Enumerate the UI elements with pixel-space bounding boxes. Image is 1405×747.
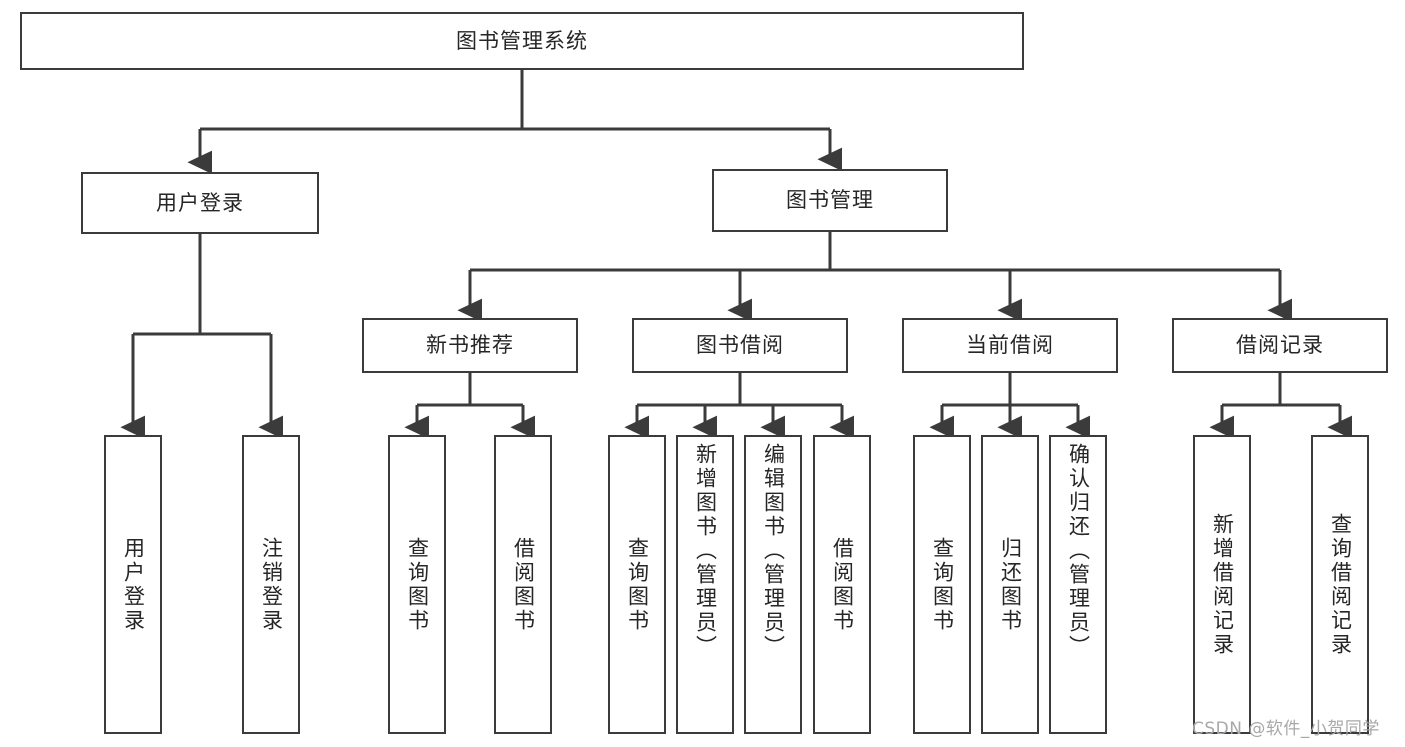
node-borrow-record[interactable]: 借阅记录 (1172, 318, 1388, 373)
watermark: CSDN @软件_小贺同学 (1192, 719, 1380, 739)
node-leaf-add-book-admin[interactable]: 新增图书（管理员） (676, 435, 734, 734)
node-label: 图书管理 (786, 188, 874, 213)
node-current-borrow[interactable]: 当前借阅 (902, 318, 1118, 373)
node-label: 查询图书 (405, 536, 430, 633)
node-book-management[interactable]: 图书管理 (712, 169, 948, 232)
node-label: 新增借阅记录 (1210, 512, 1235, 657)
node-leaf-edit-book-admin[interactable]: 编辑图书（管理员） (744, 435, 802, 734)
node-label: 借阅记录 (1236, 333, 1324, 358)
node-label: 新增图书（管理员） (693, 443, 718, 659)
node-label: 借阅图书 (830, 536, 855, 633)
node-leaf-logout[interactable]: 注销登录 (242, 435, 300, 734)
node-leaf-borrow-book[interactable]: 借阅图书 (813, 435, 871, 734)
node-label: 注销登录 (259, 536, 284, 633)
node-leaf-query-borrow-record[interactable]: 查询借阅记录 (1311, 435, 1369, 734)
node-leaf-confirm-return-admin[interactable]: 确认归还（管理员） (1049, 435, 1107, 734)
node-label: 图书管理系统 (456, 28, 588, 53)
node-leaf-return-book[interactable]: 归还图书 (981, 435, 1039, 734)
node-label: 图书借阅 (696, 333, 784, 358)
node-leaf-query-book-current[interactable]: 查询图书 (913, 435, 971, 734)
node-leaf-query-book-borrow[interactable]: 查询图书 (608, 435, 666, 734)
node-user-login[interactable]: 用户登录 (81, 172, 319, 234)
node-root-book-management-system[interactable]: 图书管理系统 (20, 12, 1024, 70)
node-label: 新书推荐 (426, 333, 514, 358)
node-label: 查询图书 (930, 536, 955, 633)
node-label: 用户登录 (121, 536, 146, 633)
node-label: 查询借阅记录 (1328, 512, 1353, 657)
node-leaf-user-login[interactable]: 用户登录 (104, 435, 162, 734)
node-label: 查询图书 (625, 536, 650, 633)
node-leaf-add-borrow-record[interactable]: 新增借阅记录 (1193, 435, 1251, 734)
node-label: 编辑图书（管理员） (761, 443, 786, 659)
node-label: 确认归还（管理员） (1066, 443, 1091, 659)
node-label: 用户登录 (156, 190, 244, 215)
node-label: 当前借阅 (966, 333, 1054, 358)
node-leaf-query-book-recommend[interactable]: 查询图书 (388, 435, 446, 734)
node-new-book-recommend[interactable]: 新书推荐 (362, 318, 578, 373)
node-label: 归还图书 (998, 536, 1023, 633)
node-label: 借阅图书 (511, 536, 536, 633)
node-book-borrow[interactable]: 图书借阅 (632, 318, 848, 373)
node-leaf-borrow-book-recommend[interactable]: 借阅图书 (494, 435, 552, 734)
